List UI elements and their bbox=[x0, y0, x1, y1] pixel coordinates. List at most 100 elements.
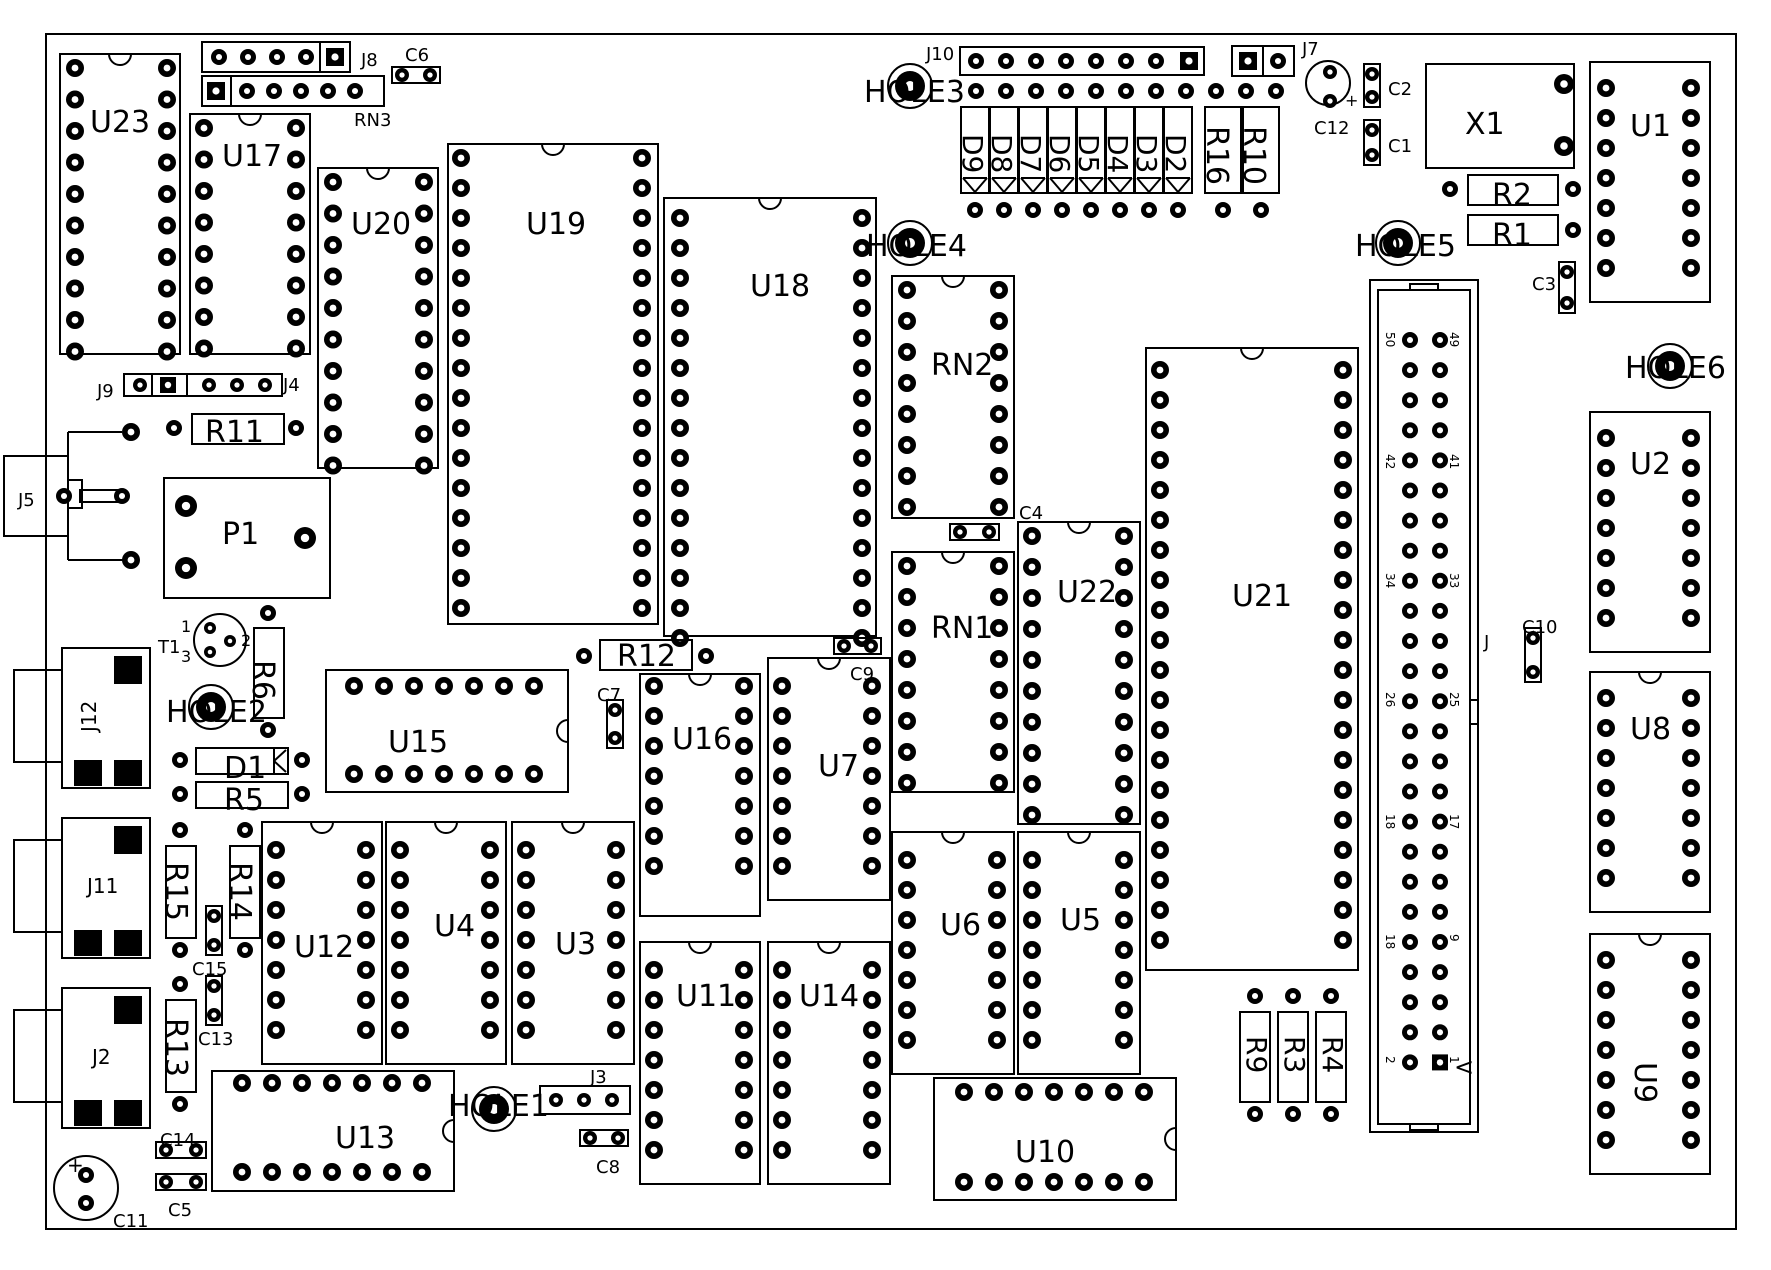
pad-drill bbox=[1602, 724, 1610, 732]
pad-drill bbox=[181, 563, 191, 573]
pad-drill bbox=[457, 514, 465, 522]
pad-drill bbox=[995, 655, 1003, 663]
pad-drill bbox=[1687, 494, 1695, 502]
label-u2: U2 bbox=[1630, 447, 1671, 482]
r12-body bbox=[599, 639, 693, 671]
pad-drill bbox=[615, 1135, 621, 1141]
r1-body bbox=[1467, 214, 1559, 246]
pad-drill bbox=[1406, 758, 1414, 765]
pad-drill bbox=[1029, 206, 1037, 214]
pad-drill bbox=[1687, 264, 1695, 272]
pad-drill bbox=[995, 441, 1003, 449]
pad-drill bbox=[676, 334, 684, 342]
pad-drill bbox=[200, 156, 208, 163]
u18-notch bbox=[758, 197, 782, 210]
label-r13: R13 bbox=[158, 1018, 193, 1077]
label-c8: C8 bbox=[596, 1157, 620, 1178]
u21-body bbox=[1145, 347, 1359, 971]
pad-drill bbox=[638, 454, 646, 462]
pad-drill bbox=[329, 241, 337, 249]
pad-drill bbox=[1327, 69, 1333, 75]
pad-drill bbox=[328, 1079, 336, 1087]
led-triangle bbox=[1090, 177, 1104, 193]
pad-drill bbox=[740, 1026, 748, 1034]
pad-drill bbox=[1156, 606, 1164, 614]
pad-drill bbox=[858, 574, 866, 582]
pad-drill bbox=[1120, 780, 1128, 788]
header-pin-33: 33 bbox=[1447, 573, 1461, 588]
pad-drill bbox=[650, 802, 658, 810]
pad-drill bbox=[650, 772, 658, 780]
pad-drill bbox=[650, 712, 658, 720]
pad-drill bbox=[1687, 464, 1695, 472]
u9-notch bbox=[1638, 933, 1662, 946]
pad-drill bbox=[457, 574, 465, 582]
u10-notch bbox=[1164, 1127, 1177, 1151]
label-u9: U9 bbox=[1627, 1062, 1662, 1103]
pad-drill bbox=[995, 593, 1003, 601]
pad-drill bbox=[211, 983, 217, 989]
pad-drill bbox=[1120, 656, 1128, 664]
pad-drill bbox=[676, 214, 684, 222]
u13-notch bbox=[442, 1119, 455, 1143]
pad-drill bbox=[868, 1086, 876, 1094]
pad-drill bbox=[778, 682, 786, 690]
pad-drill bbox=[858, 394, 866, 402]
pad-drill bbox=[553, 1097, 559, 1103]
pad-drill bbox=[1406, 336, 1414, 344]
label-u12: U12 bbox=[294, 930, 354, 965]
pad-drill bbox=[740, 802, 748, 810]
pad-drill bbox=[993, 856, 1001, 864]
pad-drill bbox=[1339, 666, 1347, 674]
r11-body bbox=[191, 413, 285, 445]
pad-drill bbox=[329, 273, 337, 280]
pad-drill bbox=[420, 462, 428, 469]
led-triangle bbox=[1078, 177, 1092, 193]
pad-drill bbox=[1406, 938, 1414, 946]
pad-drill bbox=[1560, 142, 1568, 150]
pad-drill bbox=[1244, 57, 1252, 65]
d1-body bbox=[195, 747, 289, 775]
pad-drill bbox=[1602, 1106, 1610, 1114]
pad-drill bbox=[1156, 546, 1164, 554]
j12-pad bbox=[114, 656, 142, 684]
label-d1: D1 bbox=[224, 751, 266, 786]
pad-drill bbox=[300, 533, 310, 543]
pad-drill bbox=[638, 394, 646, 402]
pad-drill bbox=[1436, 728, 1444, 735]
pad-drill bbox=[1120, 625, 1128, 633]
label-r15: R15 bbox=[158, 862, 193, 921]
j2-pad bbox=[74, 1100, 102, 1126]
pad-drill bbox=[264, 609, 272, 617]
pad-drill bbox=[990, 1178, 998, 1186]
pad-drill bbox=[1406, 607, 1414, 614]
rn3-body bbox=[201, 75, 385, 107]
u3-body bbox=[511, 821, 635, 1065]
pad-drill bbox=[868, 712, 876, 720]
hole6-ring bbox=[1647, 343, 1693, 389]
pad-drill bbox=[1152, 57, 1160, 65]
label-r1: R1 bbox=[1492, 218, 1532, 253]
u3-notch bbox=[561, 821, 585, 834]
hole5-drill bbox=[1393, 238, 1403, 248]
pad-drill bbox=[1050, 1178, 1058, 1186]
c15-body bbox=[205, 905, 223, 956]
pad-drill bbox=[234, 382, 240, 388]
pad-drill bbox=[522, 846, 530, 854]
pad-drill bbox=[298, 1079, 306, 1087]
label-u19: U19 bbox=[526, 207, 586, 242]
label-j12: J12 bbox=[77, 701, 101, 734]
r13-body bbox=[165, 999, 197, 1093]
label-u4: U4 bbox=[434, 909, 475, 944]
pad-drill bbox=[778, 772, 786, 780]
label-d3: D3 bbox=[1130, 134, 1163, 173]
pad-drill bbox=[1406, 457, 1414, 464]
pad-drill bbox=[163, 222, 171, 229]
pad-drill bbox=[1339, 786, 1347, 794]
pad-drill bbox=[1156, 456, 1164, 464]
u17-notch bbox=[238, 113, 262, 126]
pad-drill bbox=[241, 826, 249, 834]
c7-body bbox=[606, 699, 624, 749]
pad-drill bbox=[1436, 969, 1444, 976]
pad-drill bbox=[457, 184, 465, 192]
